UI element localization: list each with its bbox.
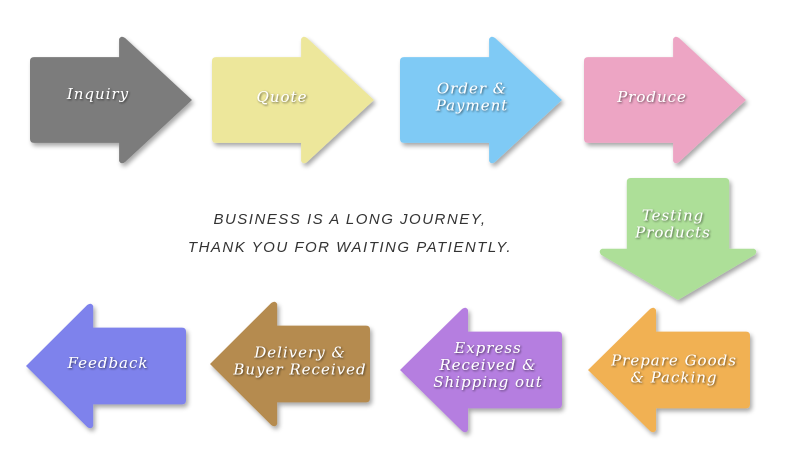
- step-label: Produce: [616, 88, 687, 106]
- step-label: Prepare Goods: [610, 352, 737, 370]
- step-label: Products: [634, 224, 711, 242]
- arrow-shape-right: [400, 36, 562, 164]
- message-line-1: BUSINESS IS A LONG JOURNEY,: [213, 211, 487, 228]
- arrow-shape-left: [26, 303, 186, 429]
- step-label: & Packing: [630, 369, 717, 387]
- process-step-arrow: Feedback: [26, 303, 186, 429]
- process-step-arrow: Quote: [212, 36, 374, 164]
- process-step-arrow: Prepare Goods& Packing: [588, 307, 750, 433]
- step-label: Testing: [642, 207, 705, 225]
- step-label: Buyer Received: [232, 361, 366, 379]
- step-label: Order &: [437, 80, 507, 98]
- step-label: Express: [453, 339, 521, 357]
- process-step-arrow: Delivery &Buyer Received: [210, 301, 370, 427]
- arrow-shape-right: [30, 36, 192, 164]
- step-label: Payment: [435, 97, 509, 115]
- step-label: Delivery &: [253, 344, 346, 362]
- arrow-shape-left: [588, 307, 750, 433]
- step-label: Feedback: [67, 354, 149, 372]
- arrow-shape-down: [599, 178, 757, 300]
- message-line-2: THANK YOU FOR WAITING PATIENTLY.: [187, 239, 513, 256]
- arrow-shape-right: [584, 36, 746, 164]
- step-label: Shipping out: [433, 373, 543, 391]
- process-step-arrow: Inquiry: [30, 36, 192, 164]
- step-label: Inquiry: [66, 85, 129, 103]
- process-step-arrow: Order &Payment: [400, 36, 562, 164]
- process-step-arrow: Produce: [584, 36, 746, 164]
- thank-you-message: BUSINESS IS A LONG JOURNEY, THANK YOU FO…: [160, 206, 540, 262]
- arrow-shape-left: [400, 307, 562, 433]
- arrow-shape-left: [210, 301, 370, 427]
- arrow-shape-right: [212, 36, 374, 164]
- step-label: Quote: [257, 88, 308, 106]
- step-label: Received &: [438, 356, 536, 374]
